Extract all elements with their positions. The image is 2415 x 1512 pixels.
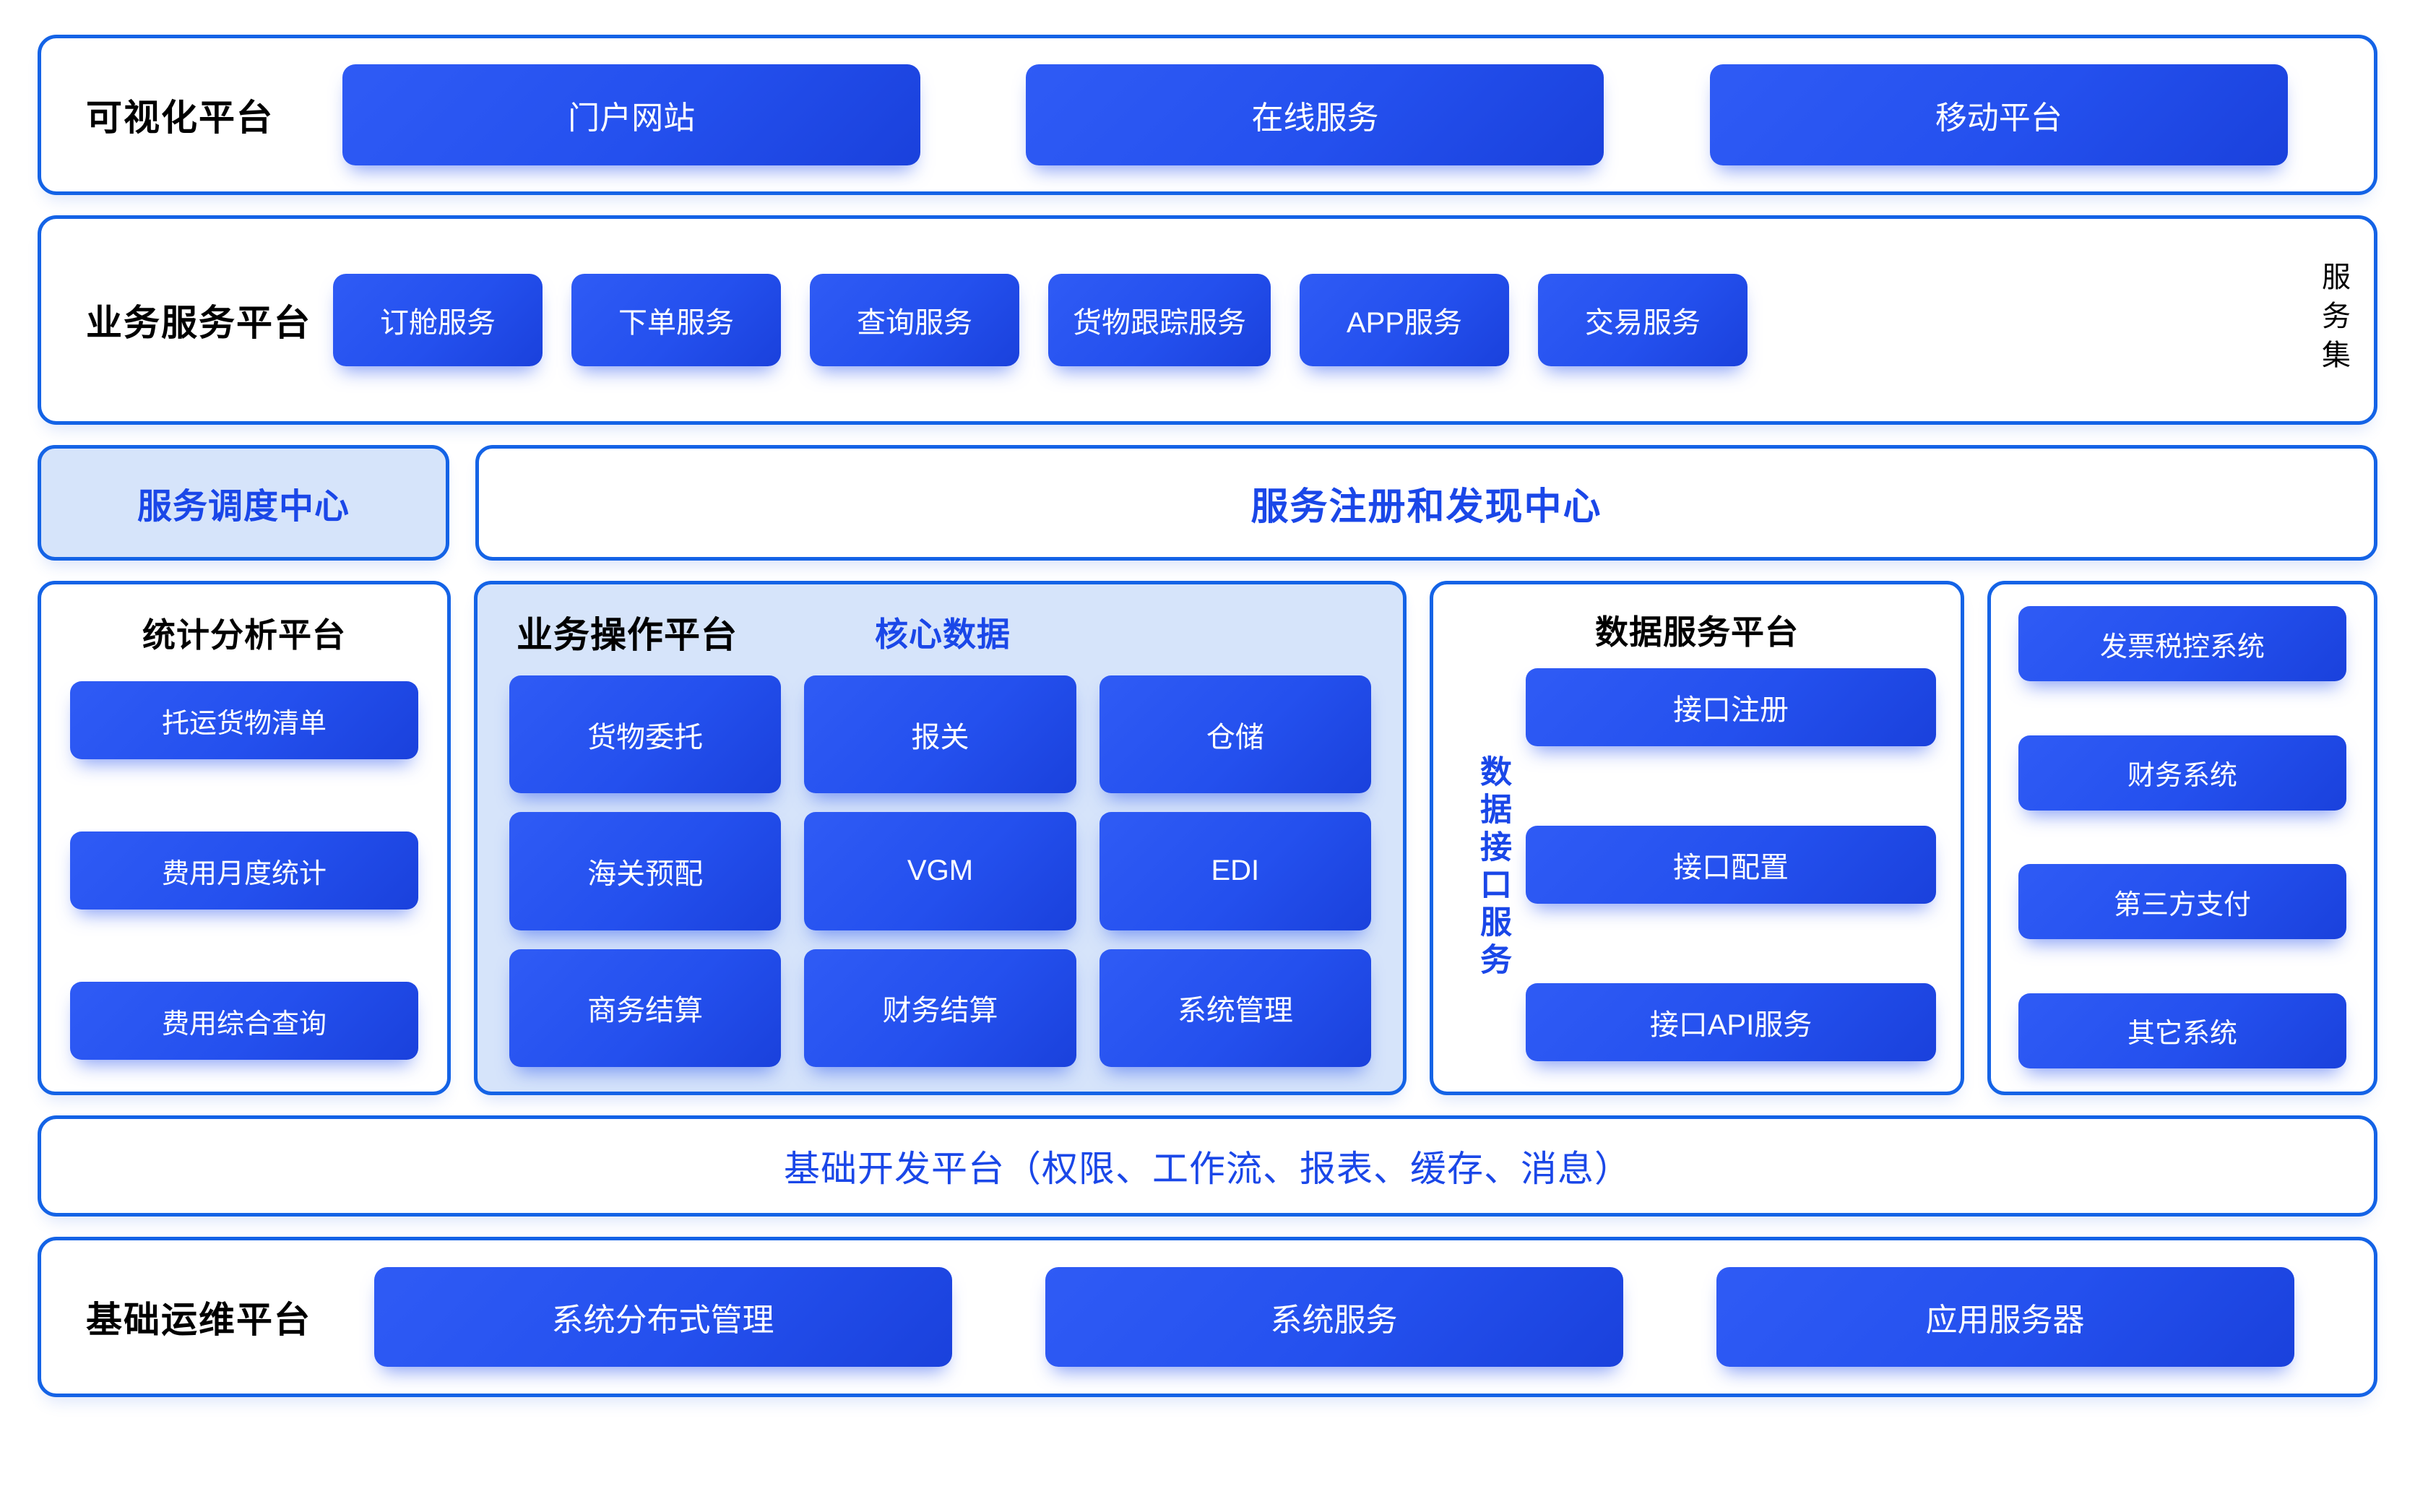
pill-app-service[interactable]: APP服务 <box>1300 274 1509 366</box>
visualization-platform-title: 可视化平台 <box>86 98 274 138</box>
pill-portal-website[interactable]: 门户网站 <box>342 64 921 165</box>
pill-monthly-fee-statistics[interactable]: 费用月度统计 <box>70 831 418 910</box>
external-systems-items: 发票税控系统 财务系统 第三方支付 其它系统 <box>2018 606 2346 1068</box>
pill-edi[interactable]: EDI <box>1099 812 1371 930</box>
platform-columns-row: 统计分析平台 托运货物清单 费用月度统计 费用综合查询 业务操作平台 核心数据 … <box>38 581 2377 1095</box>
data-service-platform-body: 数据接口服务 接口注册 接口配置 接口API服务 <box>1458 668 1936 1067</box>
pill-interface-registration[interactable]: 接口注册 <box>1526 668 1936 746</box>
operations-platform-items: 货物委托 报关 仓储 海关预配 VGM EDI 商务结算 财务结算 系统管理 <box>509 675 1371 1067</box>
pill-customs-pre-allocation[interactable]: 海关预配 <box>509 812 782 930</box>
service-set-side-label: 服务集 <box>2317 262 2349 379</box>
pill-interface-api-service[interactable]: 接口API服务 <box>1526 983 1936 1061</box>
pill-cargo-consignment[interactable]: 货物委托 <box>509 675 782 794</box>
operations-platform-header: 业务操作平台 核心数据 <box>509 606 1371 658</box>
ops-base-platform-band: 基础运维平台 系统分布式管理 系统服务 应用服务器 <box>38 1237 2377 1397</box>
business-service-platform-title: 业务服务平台 <box>86 303 311 343</box>
data-service-platform-title: 数据服务平台 <box>1595 613 1799 651</box>
pill-third-party-payment[interactable]: 第三方支付 <box>2018 864 2346 940</box>
statistics-platform-card: 统计分析平台 托运货物清单 费用月度统计 费用综合查询 <box>38 581 451 1095</box>
core-data-label: 核心数据 <box>875 615 1011 653</box>
statistics-platform-items: 托运货物清单 费用月度统计 费用综合查询 <box>70 681 418 1067</box>
pill-cargo-tracking-service[interactable]: 货物跟踪服务 <box>1048 274 1271 366</box>
service-dispatch-center-card[interactable]: 服务调度中心 <box>38 445 449 561</box>
pill-system-service[interactable]: 系统服务 <box>1045 1267 1623 1367</box>
service-registry-discovery-center-card[interactable]: 服务注册和发现中心 <box>475 445 2377 561</box>
pill-application-server[interactable]: 应用服务器 <box>1716 1267 2294 1367</box>
pill-other-systems[interactable]: 其它系统 <box>2018 993 2346 1068</box>
service-registry-discovery-center-label: 服务注册和发现中心 <box>1250 485 1602 528</box>
registry-row: 服务调度中心 服务注册和发现中心 <box>38 445 2377 561</box>
pill-online-service[interactable]: 在线服务 <box>1026 64 1604 165</box>
pill-query-service[interactable]: 查询服务 <box>810 274 1019 366</box>
pill-comprehensive-fee-query[interactable]: 费用综合查询 <box>70 982 418 1060</box>
pill-warehousing[interactable]: 仓储 <box>1099 675 1371 794</box>
pill-consigned-goods-list[interactable]: 托运货物清单 <box>70 681 418 759</box>
pill-financial-settlement[interactable]: 财务结算 <box>804 949 1076 1067</box>
data-service-platform-card: 数据服务平台 数据接口服务 接口注册 接口配置 接口API服务 <box>1430 581 1964 1095</box>
pill-financial-system[interactable]: 财务系统 <box>2018 735 2346 811</box>
service-dispatch-center-label: 服务调度中心 <box>137 488 350 526</box>
ops-base-platform-title: 基础运维平台 <box>86 1300 311 1340</box>
pill-order-service[interactable]: 下单服务 <box>571 274 781 366</box>
ops-base-platform-items: 系统分布式管理 系统服务 应用服务器 <box>327 1267 2341 1367</box>
business-service-platform-items: 订舱服务 下单服务 查询服务 货物跟踪服务 APP服务 交易服务 <box>333 274 2300 366</box>
development-platform-title: 基础开发平台（权限、工作流、报表、缓存、消息） <box>784 1149 1631 1189</box>
pill-customs-declaration[interactable]: 报关 <box>804 675 1076 794</box>
statistics-platform-title: 统计分析平台 <box>142 616 346 654</box>
business-service-platform-band: 业务服务平台 订舱服务 下单服务 查询服务 货物跟踪服务 APP服务 交易服务 … <box>38 215 2377 425</box>
external-systems-card: 发票税控系统 财务系统 第三方支付 其它系统 <box>1987 581 2377 1095</box>
pill-business-settlement[interactable]: 商务结算 <box>509 949 782 1067</box>
pill-transaction-service[interactable]: 交易服务 <box>1538 274 1747 366</box>
pill-booking-service[interactable]: 订舱服务 <box>333 274 543 366</box>
pill-system-management[interactable]: 系统管理 <box>1099 949 1371 1067</box>
data-service-platform-items: 接口注册 接口配置 接口API服务 <box>1526 668 1936 1067</box>
pill-mobile-platform[interactable]: 移动平台 <box>1709 64 2288 165</box>
pill-interface-configuration[interactable]: 接口配置 <box>1526 826 1936 904</box>
data-interface-service-side-label: 数据接口服务 <box>1475 755 1511 980</box>
operations-platform-title: 业务操作平台 <box>517 615 738 655</box>
development-platform-band: 基础开发平台（权限、工作流、报表、缓存、消息） <box>38 1115 2377 1217</box>
visualization-platform-band: 可视化平台 门户网站 在线服务 移动平台 <box>38 35 2377 195</box>
operations-platform-card: 业务操作平台 核心数据 货物委托 报关 仓储 海关预配 VGM EDI 商务结算… <box>474 581 1407 1095</box>
visualization-platform-items: 门户网站 在线服务 移动平台 <box>290 64 2341 165</box>
pill-system-distributed-management[interactable]: 系统分布式管理 <box>373 1267 952 1367</box>
pill-vgm[interactable]: VGM <box>804 812 1076 930</box>
pill-invoice-tax-control-system[interactable]: 发票税控系统 <box>2018 606 2346 681</box>
